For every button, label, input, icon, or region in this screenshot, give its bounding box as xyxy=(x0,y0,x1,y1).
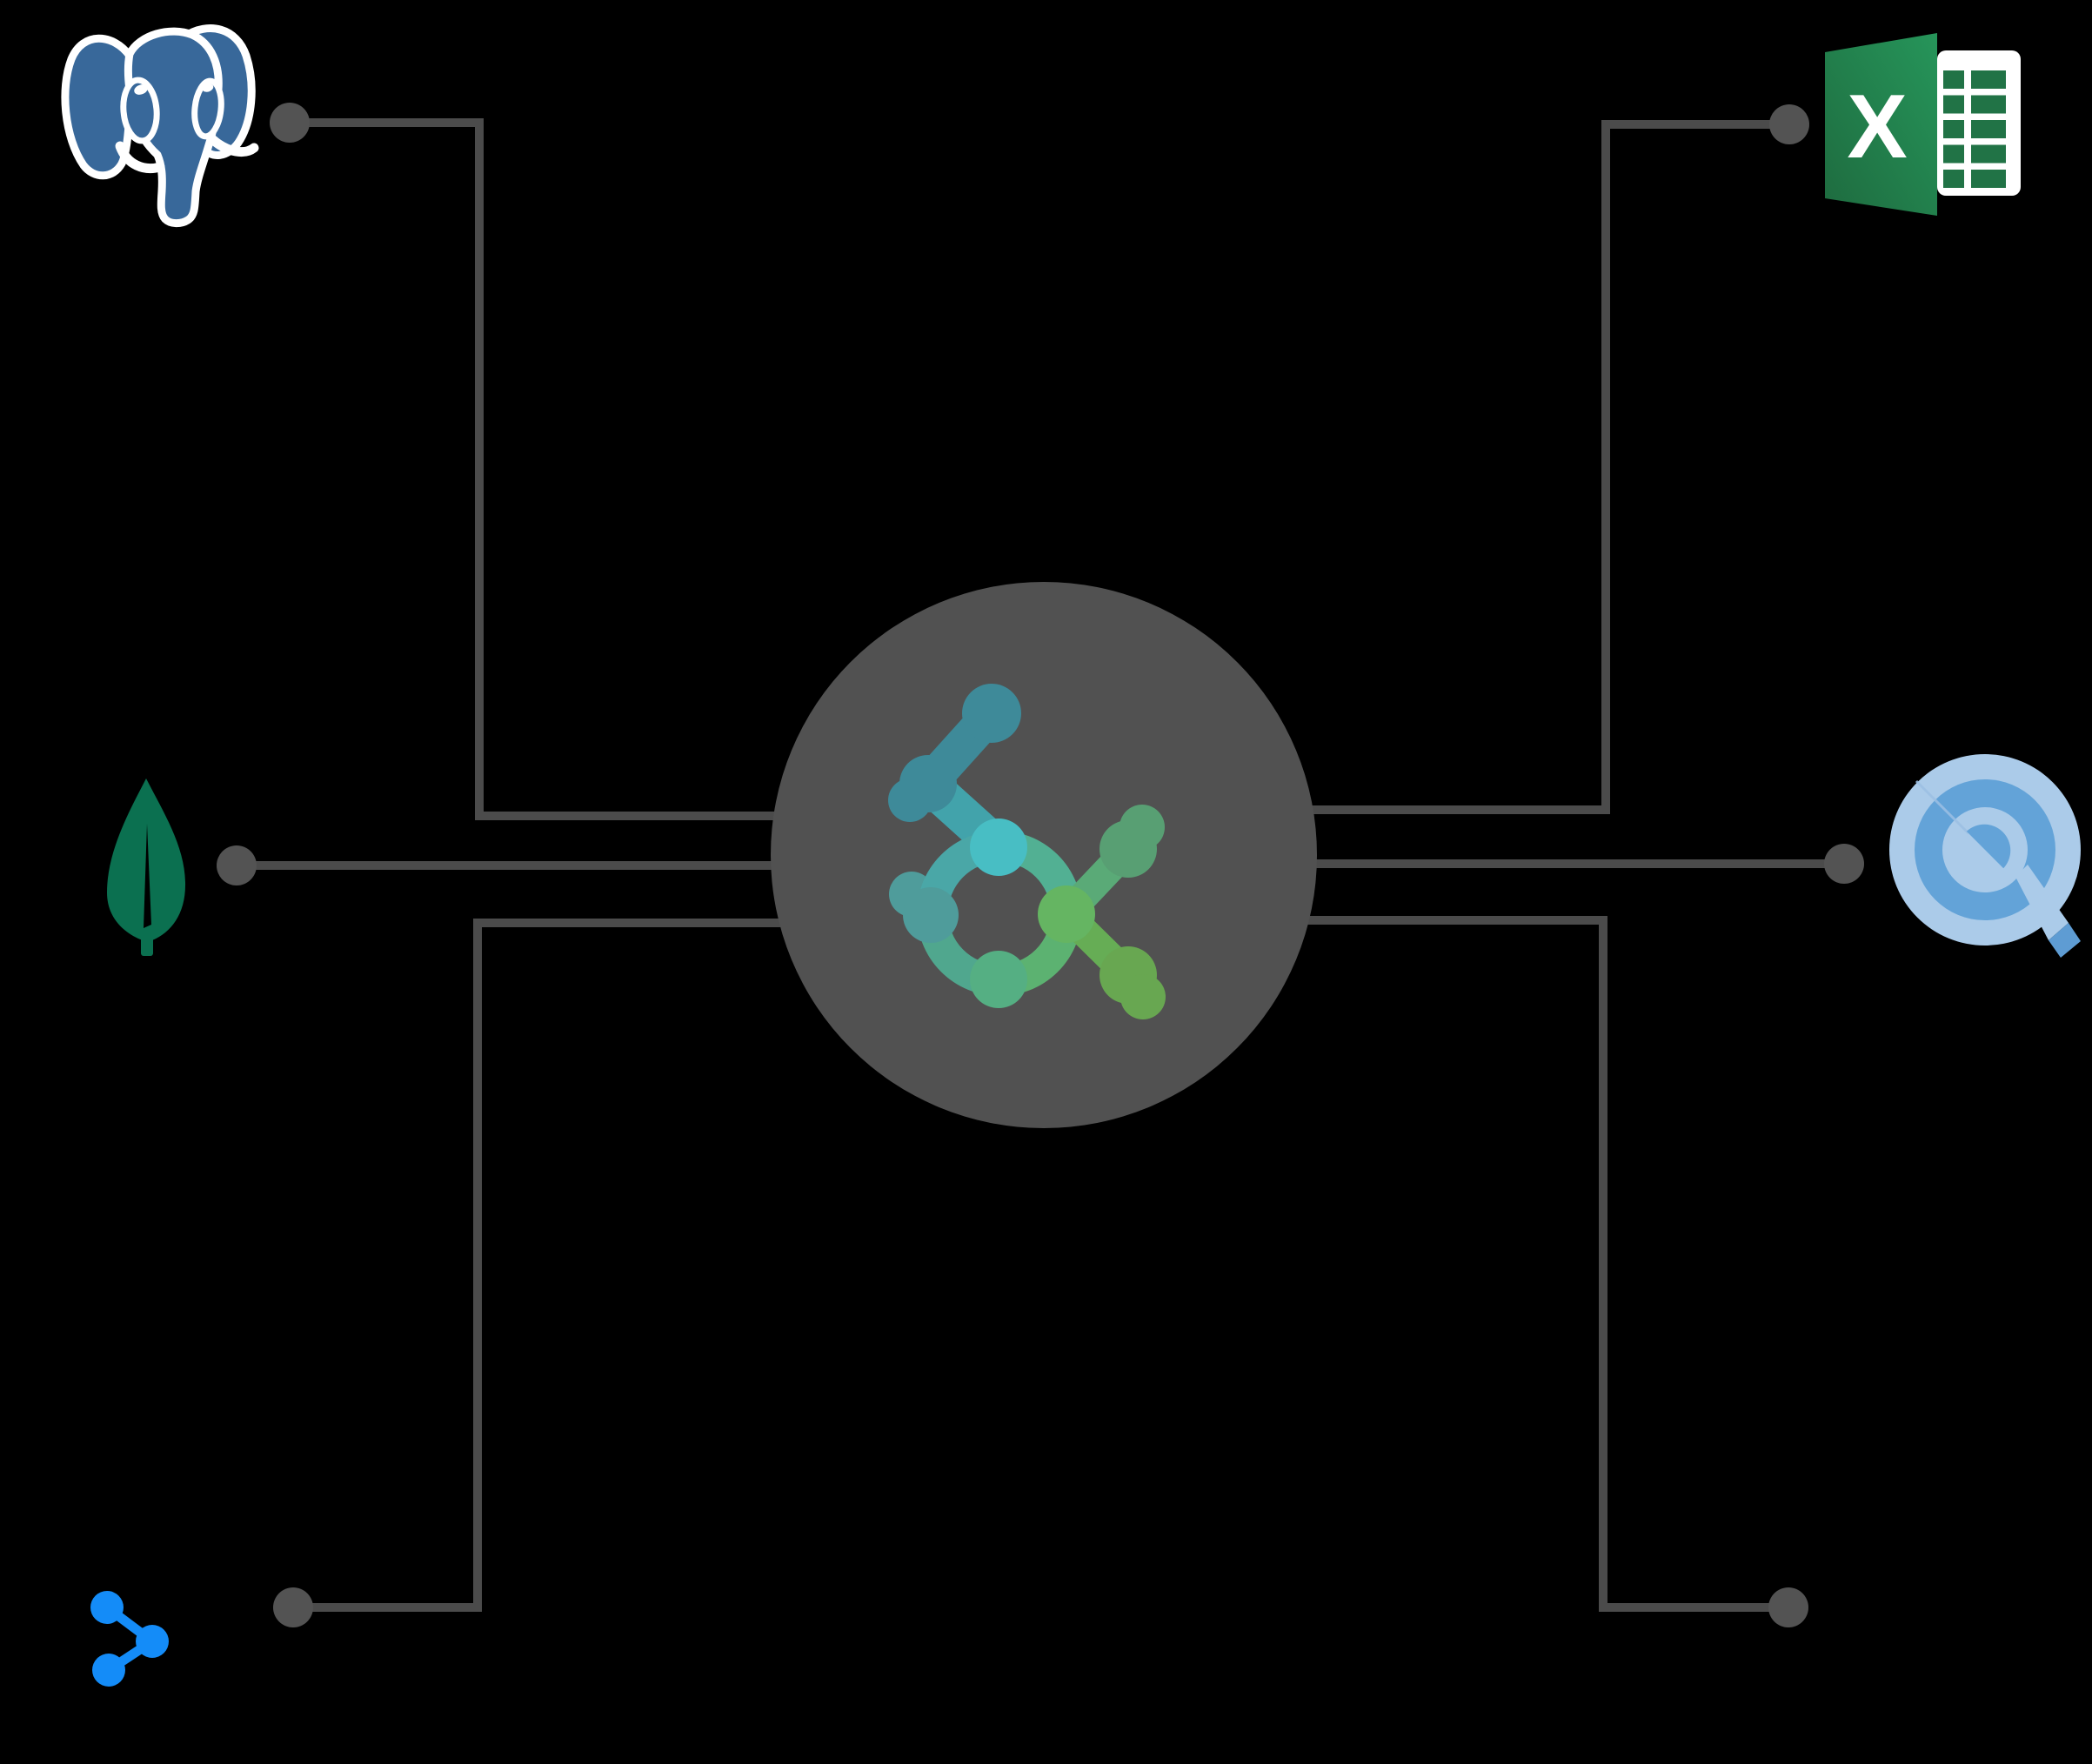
logo-node-6 xyxy=(1038,885,1095,943)
postgresql-right-eye xyxy=(191,77,224,140)
excel-letter: X xyxy=(1847,77,1907,177)
connector-line-bottom-right xyxy=(1044,916,1788,1612)
logo-node-2 xyxy=(899,755,957,812)
postgresql-head-trunk xyxy=(124,27,223,228)
postgresql-elephant-icon xyxy=(61,24,259,228)
excel-flag xyxy=(1825,33,1937,216)
target-seam-line xyxy=(1915,779,1970,835)
postgresql-right-tusk xyxy=(207,134,259,157)
logo-node-7-tail xyxy=(1120,805,1165,850)
mongodb-leaf-icon xyxy=(107,778,186,956)
postgresql-left-eye-highlight xyxy=(134,84,148,95)
connector-line-share-graph xyxy=(293,919,1044,1612)
connector-line-excel xyxy=(1044,120,1789,814)
logo-node-5 xyxy=(970,951,1027,1008)
postgresql-left-tusk xyxy=(115,141,165,173)
logo-node-8-tail xyxy=(1120,974,1166,1019)
postgresql-left-ear xyxy=(61,34,135,180)
connector-dot-share-graph xyxy=(273,1587,313,1627)
connector-dot-excel xyxy=(1769,104,1809,144)
target-magnifier-icon xyxy=(1889,754,2081,958)
excel-spreadsheet-icon: X xyxy=(1825,33,2021,216)
connector-dot-bottom-right xyxy=(1768,1587,1808,1627)
magnifier-handle-tip xyxy=(2049,923,2081,958)
share-node-bottom xyxy=(92,1654,125,1687)
connector-dot-mongodb xyxy=(217,845,257,885)
mongodb-leaf-vein xyxy=(144,824,151,928)
connector-line-postgresql xyxy=(290,118,1044,820)
magnifier-handle xyxy=(2015,865,2069,940)
postgresql-right-eye-highlight xyxy=(202,84,214,92)
molecule-graph-logo-icon xyxy=(888,684,1166,1019)
excel-grid-cells xyxy=(1943,70,2006,188)
connector-dot-postgresql xyxy=(270,103,310,143)
mongodb-leaf-stem xyxy=(141,935,153,956)
target-center-half-disc xyxy=(1966,824,2011,869)
connector-dot-query-target xyxy=(1824,844,1864,884)
logo-node-1 xyxy=(962,684,1021,743)
share-nodes-icon xyxy=(90,1591,169,1687)
postgresql-left-eye xyxy=(120,77,160,144)
logo-node-3 xyxy=(970,819,1027,876)
logo-node-4 xyxy=(903,887,959,943)
share-node-right xyxy=(136,1625,169,1658)
share-node-top xyxy=(90,1591,124,1624)
